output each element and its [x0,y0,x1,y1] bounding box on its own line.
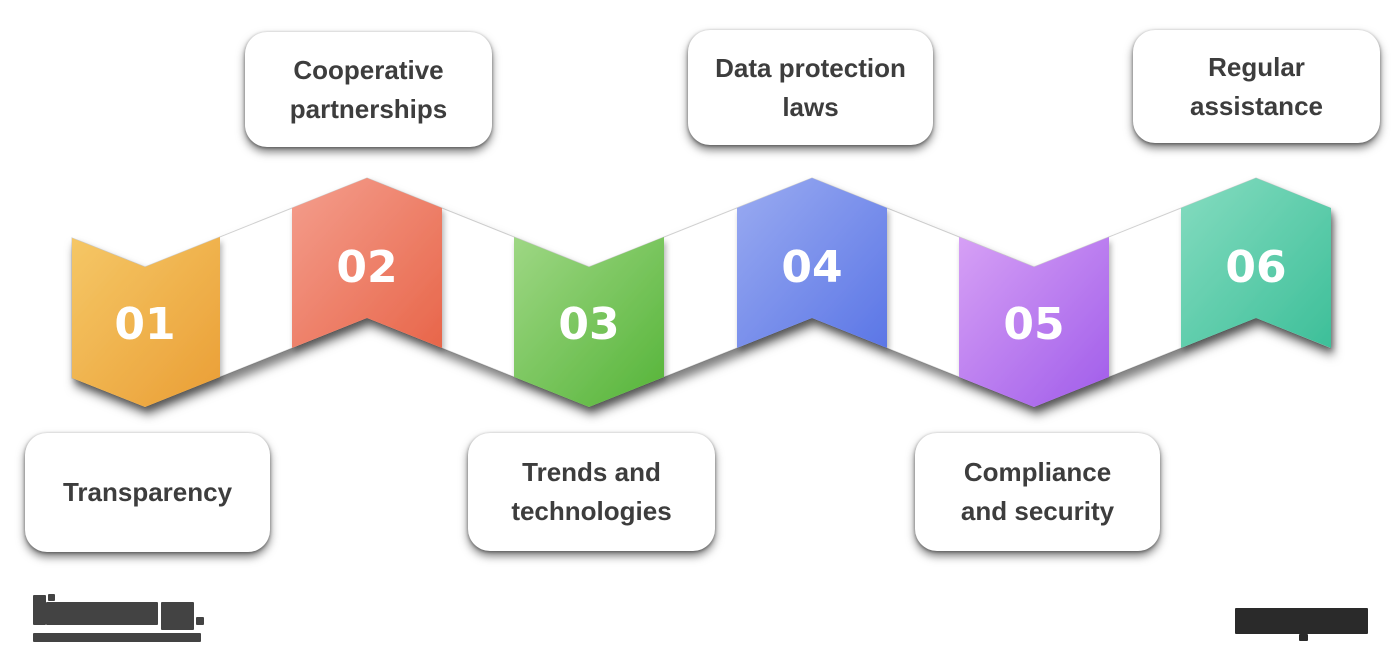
card-label-line: partnerships [289,93,448,124]
step-number-01: 01 [114,299,175,350]
logo-glyph-block [161,602,194,630]
card-label-line: Data protection [715,52,906,83]
chevron-segment-02 [292,178,442,348]
card-data-protection-laws: Data protection laws [688,30,933,145]
watermark-block [1235,608,1368,634]
card-label-line: Trends and [522,457,661,487]
chevron-segment-01 [72,237,220,407]
step-number-04: 04 [781,242,842,293]
logo-underline-bar [33,633,201,642]
logo-glyph-block [196,617,204,625]
logo-glyph-block [33,595,46,625]
card-label-line: Regular [1208,51,1305,82]
step-number-02: 02 [336,242,397,293]
right-watermark-text [1235,608,1368,641]
card-label-line: assistance [1190,90,1323,121]
ribbon-path [71,177,1331,408]
card-label-line: technologies [511,496,672,526]
chevron-segment-05 [959,237,1109,407]
card-trends-and-technologies: Trends and technologies [468,433,715,551]
chevron-segment-06 [1181,178,1331,348]
watermark-block [1299,634,1308,641]
card-regular-assistance: Regular assistance [1133,30,1380,143]
card-compliance-and-security: Compliance and security [915,433,1160,551]
chevron-segment-03 [514,237,664,407]
card-label-line: Compliance [963,457,1112,487]
step-number-03: 03 [558,299,619,350]
logo-glyph-block [46,602,158,625]
logo-glyph-block [48,594,55,601]
card-label-line: and security [960,496,1115,526]
card-label-line: Transparency [62,477,233,507]
card-cooperative-partnerships: Cooperative partnerships [245,32,492,147]
step-number-05: 05 [1003,299,1064,350]
chevron-segment-04 [737,178,887,348]
card-label-line: laws [782,91,839,122]
step-number-06: 06 [1225,242,1286,293]
left-watermark-logo [33,594,204,642]
card-transparency: Transparency [25,433,270,552]
card-label-line: Cooperative [293,54,444,85]
